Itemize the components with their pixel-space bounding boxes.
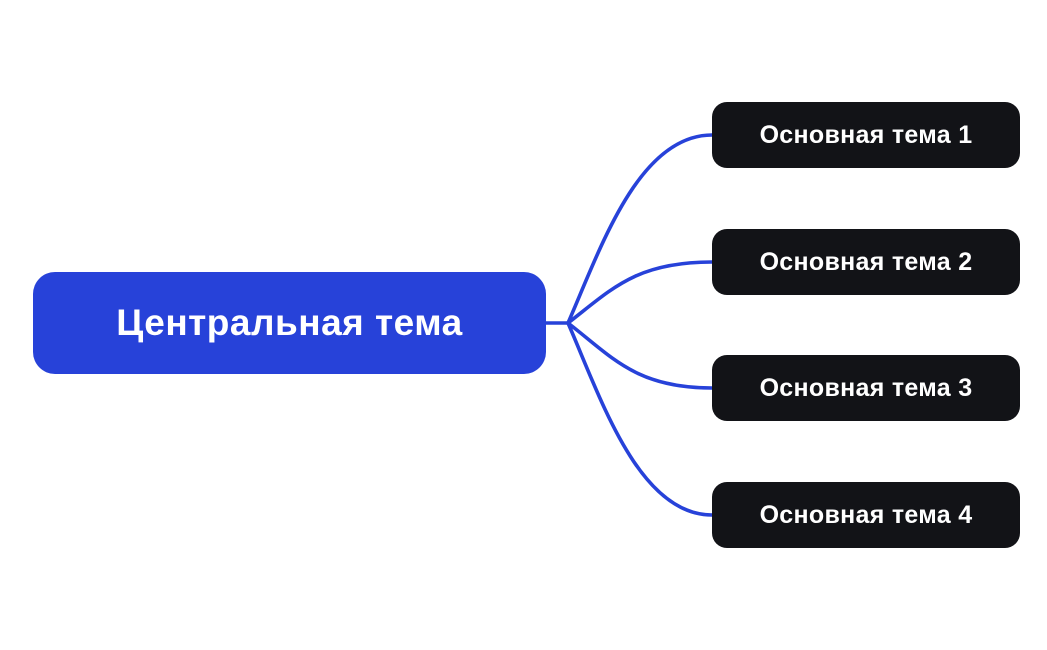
branch-topic-label: Основная тема 3 (759, 373, 973, 402)
branch-topic-label: Основная тема 2 (759, 247, 973, 276)
branch-topic-label: Основная тема 4 (759, 500, 973, 529)
branch-topic-node-3[interactable]: Основная тема 3 (712, 355, 1020, 421)
root-topic-label: Центральная тема (116, 302, 463, 343)
branch-topic-node-2[interactable]: Основная тема 2 (712, 229, 1020, 295)
connector-branch-1 (566, 133, 714, 325)
branch-topic-label: Основная тема 1 (759, 120, 973, 149)
branch-topic-node-1[interactable]: Основная тема 1 (712, 102, 1020, 168)
connector-branch-4 (566, 321, 714, 517)
connector-branch-2 (566, 260, 714, 325)
root-topic-node[interactable]: Центральная тема (33, 272, 546, 374)
branch-topic-node-4[interactable]: Основная тема 4 (712, 482, 1020, 548)
connector-branch-3 (566, 321, 714, 390)
